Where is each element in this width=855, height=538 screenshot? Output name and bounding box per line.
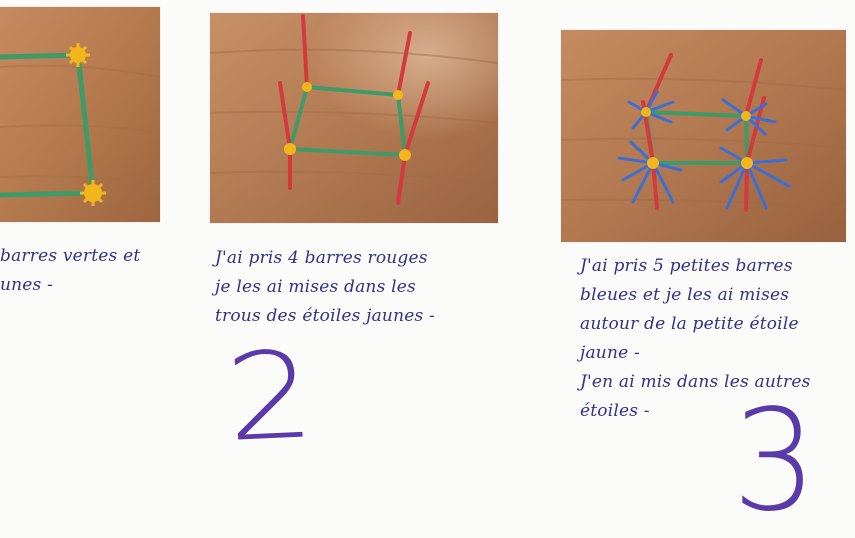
caption-line: J'ai pris 5 petites barres	[580, 256, 793, 276]
caption-line: bleues et je les ai mises	[580, 285, 790, 305]
caption-line: autour de la petite étoile	[580, 314, 799, 334]
green-square-with-red-bars-icon	[210, 13, 498, 223]
photo-step-2	[210, 13, 498, 223]
caption-line: J'en ai mis dans les autres	[580, 372, 811, 392]
caption-line: étoiles -	[580, 401, 650, 421]
caption-line: unes -	[0, 275, 54, 295]
caption-line: barres vertes et	[0, 246, 141, 266]
step-number-2: 2	[222, 326, 319, 469]
green-square-with-red-and-blue-bars-icon	[561, 30, 846, 242]
caption-line: J'ai pris 4 barres rouges	[215, 248, 428, 268]
caption-step-3: J'ai pris 5 petites barres bleues et je …	[580, 252, 811, 426]
photo-step-3	[561, 30, 846, 242]
step-number-3: 3	[732, 380, 817, 538]
caption-step-1: barres vertes et unes -	[0, 242, 140, 300]
caption-step-2: J'ai pris 4 barres rouges je les ai mise…	[215, 244, 435, 331]
caption-line: trous des étoiles jaunes -	[215, 306, 435, 326]
green-square-with-yellow-stars-icon	[0, 7, 160, 222]
photo-step-1	[0, 7, 160, 222]
caption-line: jaune -	[580, 343, 640, 363]
caption-line: je les ai mises dans les	[215, 277, 416, 297]
